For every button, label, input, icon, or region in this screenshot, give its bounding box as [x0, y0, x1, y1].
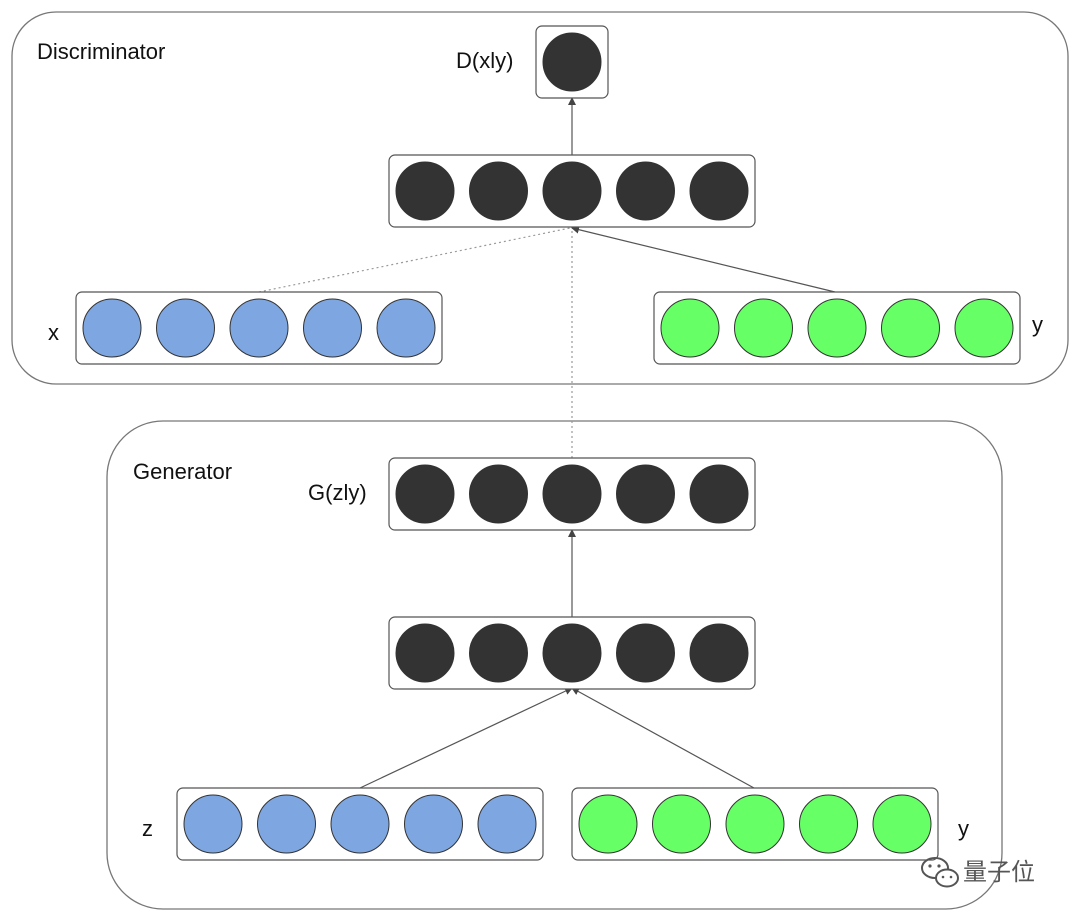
gen-hidden-node — [616, 623, 675, 683]
gen-output-node — [616, 464, 675, 524]
edge-y-to-gen-hidden — [571, 687, 755, 789]
discriminator-title: Discriminator — [37, 39, 165, 64]
generator-title: Generator — [133, 459, 232, 484]
z-input-node — [477, 794, 537, 854]
y-input-node — [734, 298, 793, 358]
disc-output-layer — [535, 25, 609, 99]
gen-output-layer — [388, 457, 756, 531]
edge-z-to-gen-hidden — [359, 687, 573, 789]
y-input-node — [881, 298, 940, 358]
z-input-node — [404, 794, 463, 854]
gen-output-node — [689, 464, 749, 524]
disc-hidden-node — [616, 161, 675, 221]
disc-y-layer — [653, 291, 1021, 365]
y-input-node — [660, 298, 720, 358]
x-input-node — [82, 298, 142, 358]
z-input-node — [183, 794, 243, 854]
gen-z-layer — [176, 787, 544, 861]
gen-hidden-node — [469, 623, 528, 683]
z-input-node — [257, 794, 316, 854]
y-input-node — [807, 298, 867, 358]
disc-hidden-node — [395, 161, 455, 221]
wechat-icon — [921, 857, 959, 888]
disc-hidden-node — [689, 161, 749, 221]
disc-output-node — [542, 32, 602, 92]
gen-y-input-node — [578, 794, 638, 854]
gen-z-label: z — [142, 816, 153, 841]
z-input-node — [330, 794, 390, 854]
gen-output-label: G(zly) — [308, 480, 367, 505]
gen-y-input-node — [872, 794, 932, 854]
gen-y-input-node — [652, 794, 711, 854]
gen-hidden-node — [542, 623, 602, 683]
x-input-node — [156, 298, 215, 358]
gen-y-label: y — [958, 816, 969, 841]
disc-y-label: y — [1032, 312, 1043, 337]
gen-y-input-node — [725, 794, 785, 854]
gen-output-node — [469, 464, 528, 524]
gen-y-layer — [571, 787, 939, 861]
x-input-node — [303, 298, 362, 358]
x-input-node — [229, 298, 289, 358]
disc-output-label: D(xly) — [456, 48, 513, 73]
gen-output-node — [395, 464, 455, 524]
gen-hidden-layer — [388, 616, 756, 690]
edge-y-to-disc-hidden — [571, 225, 836, 293]
gen-y-input-node — [799, 794, 858, 854]
gen-hidden-node — [689, 623, 749, 683]
y-input-node — [954, 298, 1014, 358]
watermark: 量子位 — [921, 857, 1035, 888]
gen-hidden-node — [395, 623, 455, 683]
disc-x-label: x — [48, 320, 59, 345]
disc-x-layer — [75, 291, 443, 365]
watermark-text: 量子位 — [963, 858, 1035, 886]
gen-output-node — [542, 464, 602, 524]
disc-hidden-node — [469, 161, 528, 221]
x-input-node — [376, 298, 436, 358]
edges — [258, 97, 836, 789]
disc-hidden-node — [542, 161, 602, 221]
disc-hidden-layer — [388, 154, 756, 228]
